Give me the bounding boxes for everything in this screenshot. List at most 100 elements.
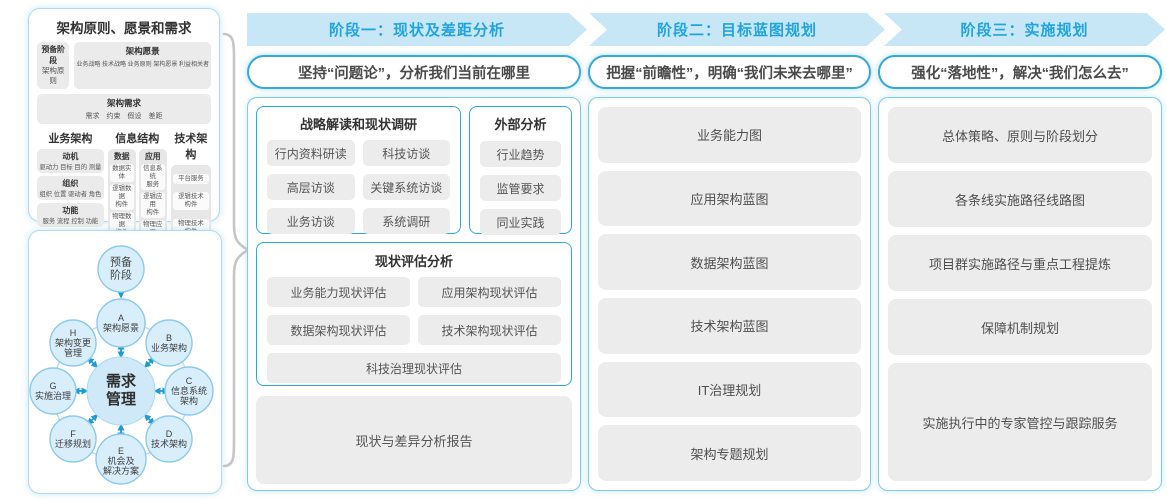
data-entity-chip: 数据实体 (109, 164, 134, 183)
strategy-survey-box: 战略解读和现状调研 行内资料研读 科技访谈 高层访谈 关键系统访谈 业务访谈 系… (256, 106, 461, 234)
requirements-items: 需求 约束 假设 差距 (85, 113, 163, 121)
adm-node-g: G 实施治理 (32, 381, 74, 401)
assessment-title: 现状评估分析 (374, 254, 453, 269)
info-system-service-chip: 信息系统 服务 (140, 164, 165, 191)
group-items: 服务 流程 控制 功能 (42, 218, 99, 226)
external-chip: 同业实践 (480, 209, 561, 235)
node-letter: A (117, 312, 124, 323)
survey-chip: 关键系统访谈 (362, 174, 450, 200)
adm-diagram-graphic (29, 245, 214, 485)
requirements-title: 架构需求 (106, 98, 141, 109)
architecture-requirements-box: 架构需求 需求 约束 假设 差距 (37, 94, 211, 125)
survey-title: 战略解读和现状调研 (299, 117, 417, 132)
phase2-item: 业务能力图 (598, 107, 861, 163)
architecture-vision-box: 架构愿景 业务战略 技术战略 业务原则 架构愿景 利益相关者 (74, 42, 211, 90)
external-chip: 监管要求 (480, 175, 561, 201)
phase-2-container: 业务能力图 应用架构蓝图 数据架构蓝图 技术架构蓝图 IT治理规划 架构专题规划 (588, 97, 871, 491)
external-analysis-box: 外部分析 行业趋势 监管要求 同业实践 (469, 106, 572, 235)
node-name: 架构变更 管理 (54, 337, 91, 359)
phase3-item: 保障机制规划 (888, 299, 1152, 356)
phase-3-banner: 阶段三：实施规划 (884, 13, 1165, 46)
adm-node-c: C 信息系统 架构 (167, 376, 211, 406)
phase-2-banner: 阶段二：目标蓝图规划 (589, 13, 885, 46)
node-letter: F (70, 428, 76, 439)
assessment-chip: 数据架构现状评估 (267, 315, 410, 345)
logical-data-chip: 逻辑数据 构件 (109, 184, 134, 211)
adm-center-requirements-management: 需求 管理 (105, 373, 137, 408)
logical-app-chip: 逻辑应用 构件 (140, 192, 165, 219)
phase2-item: 技术架构蓝图 (598, 298, 861, 354)
business-architecture-column: 业务架构 动机 驱动力 目标 目的 测量 组织 组织 位置 驱动者 角色 功能 … (37, 130, 104, 248)
node-letter: H (69, 327, 77, 338)
phase-3-subtitle: 强化“落地性”，解决“我们怎么去” (878, 55, 1162, 89)
survey-chip: 科技访谈 (362, 140, 450, 166)
phase-2-subtitle: 把握“前瞻性”，明确“我们未来去哪里” (588, 55, 871, 89)
node-name: 机会及 解决方案 (102, 455, 139, 477)
phase2-item: 应用架构蓝图 (598, 170, 861, 227)
survey-chip: 高层访谈 (267, 174, 355, 200)
survey-chip: 行内资料研读 (267, 140, 355, 166)
assessment-chip: 应用架构现状评估 (418, 277, 561, 307)
node-name: 业务架构 (150, 343, 187, 353)
adm-node-e: E 机会及 解决方案 (97, 446, 145, 476)
group-title: 动机 (62, 152, 79, 162)
survey-chip: 系统调研 (362, 208, 450, 234)
phase2-item: 数据架构蓝图 (598, 234, 861, 291)
phase3-item: 实施执行中的专家管控与跟踪服务 (888, 363, 1152, 481)
assessment-chip: 技术架构现状评估 (418, 315, 561, 345)
gap-analysis-report-box: 现状与差异分析报告 (256, 396, 572, 484)
node-letter: B (165, 332, 172, 343)
vision-title: 架构愿景 (125, 46, 160, 56)
adm-node-f: F 迁移规划 (50, 429, 96, 449)
group-title: 组织 (62, 179, 79, 189)
node-letter: E (117, 445, 124, 456)
node-letter: C (185, 375, 193, 386)
node-letter: D (165, 428, 173, 439)
function-group: 功能 服务 流程 控制 功能 (37, 203, 104, 228)
business-arch-header: 业务架构 (48, 133, 93, 146)
phase-1-banner: 阶段一：现状及差距分析 (247, 13, 587, 46)
data-header: 数据 (113, 152, 130, 162)
adm-node-h: H 架构变更 管理 (51, 328, 95, 358)
adm-node-preliminary: 预备 阶段 (110, 256, 132, 281)
assessment-chip: 业务能力现状评估 (267, 277, 410, 307)
node-name: 信息系统 架构 (170, 385, 207, 407)
node-name: 架构愿景 (102, 323, 139, 333)
group-title: 功能 (62, 206, 79, 216)
arch-principles-label: 架构原则 (41, 66, 65, 86)
external-chip: 行业趋势 (480, 141, 561, 167)
current-state-assessment-box: 现状评估分析 业务能力现状评估 应用架构现状评估 数据架构现状评估 技术架构现状… (256, 242, 572, 386)
phase-3-container: 总体策略、原则与阶段划分 各条线实施路径线路图 项目群实施路径与重点工程提炼 保… (878, 97, 1162, 491)
vision-items: 业务战略 技术战略 业务原则 架构愿景 利益相关者 (76, 62, 209, 68)
external-title: 外部分析 (494, 117, 547, 132)
node-name: 迁移规划 (54, 439, 91, 449)
group-items: 组织 位置 驱动者 角色 (39, 191, 102, 199)
motivation-group: 动机 驱动力 目标 目的 测量 (37, 149, 104, 174)
prep-phase-label: 预备阶段 (41, 45, 65, 65)
phase3-item: 各条线实施路径线路图 (888, 171, 1152, 228)
adm-node-b: B 业务架构 (146, 333, 192, 353)
adm-node-a: A 架构愿景 (98, 313, 144, 333)
phase-1-container: 战略解读和现状调研 行内资料研读 科技访谈 高层访谈 关键系统访谈 业务访谈 系… (247, 97, 581, 491)
app-header: 应用 (144, 152, 161, 162)
logical-tech-chip: 逻辑技术 构件 (172, 192, 209, 211)
panel-architecture-principles: 架构原则、愿景和需求 预备阶段 架构原则 架构愿景 业务战略 技术战略 业务原则… (28, 8, 220, 293)
info-structure-header: 信息结构 (115, 133, 160, 146)
platform-service-chip: 平台服务 (172, 173, 209, 184)
node-name: 实施治理 (34, 391, 71, 401)
phase-1-subtitle: 坚持“问题论”，分析我们当前在哪里 (247, 55, 581, 89)
node-name: 技术架构 (150, 439, 187, 449)
phase2-item: IT治理规划 (598, 361, 861, 418)
tech-arch-header: 技术架构 (174, 133, 208, 162)
assessment-full-chip: 科技治理现状评估 (267, 353, 561, 383)
phase3-item: 项目群实施路径与重点工程提炼 (888, 235, 1152, 292)
adm-node-d: D 技术架构 (146, 429, 192, 449)
adm-cycle-panel: 预备 阶段 需求 管理 A 架构愿景 B 业务架构 C 信息系统 架构 D 技术… (28, 230, 222, 494)
prep-phase-box: 预备阶段 架构原则 (37, 42, 70, 90)
phase2-item: 架构专题规划 (598, 425, 861, 482)
survey-chip: 业务访谈 (267, 208, 355, 234)
panel-title: 架构原则、愿景和需求 (56, 21, 192, 36)
group-items: 驱动力 目标 目的 测量 (39, 164, 102, 172)
phase3-item: 总体策略、原则与阶段划分 (888, 107, 1152, 164)
